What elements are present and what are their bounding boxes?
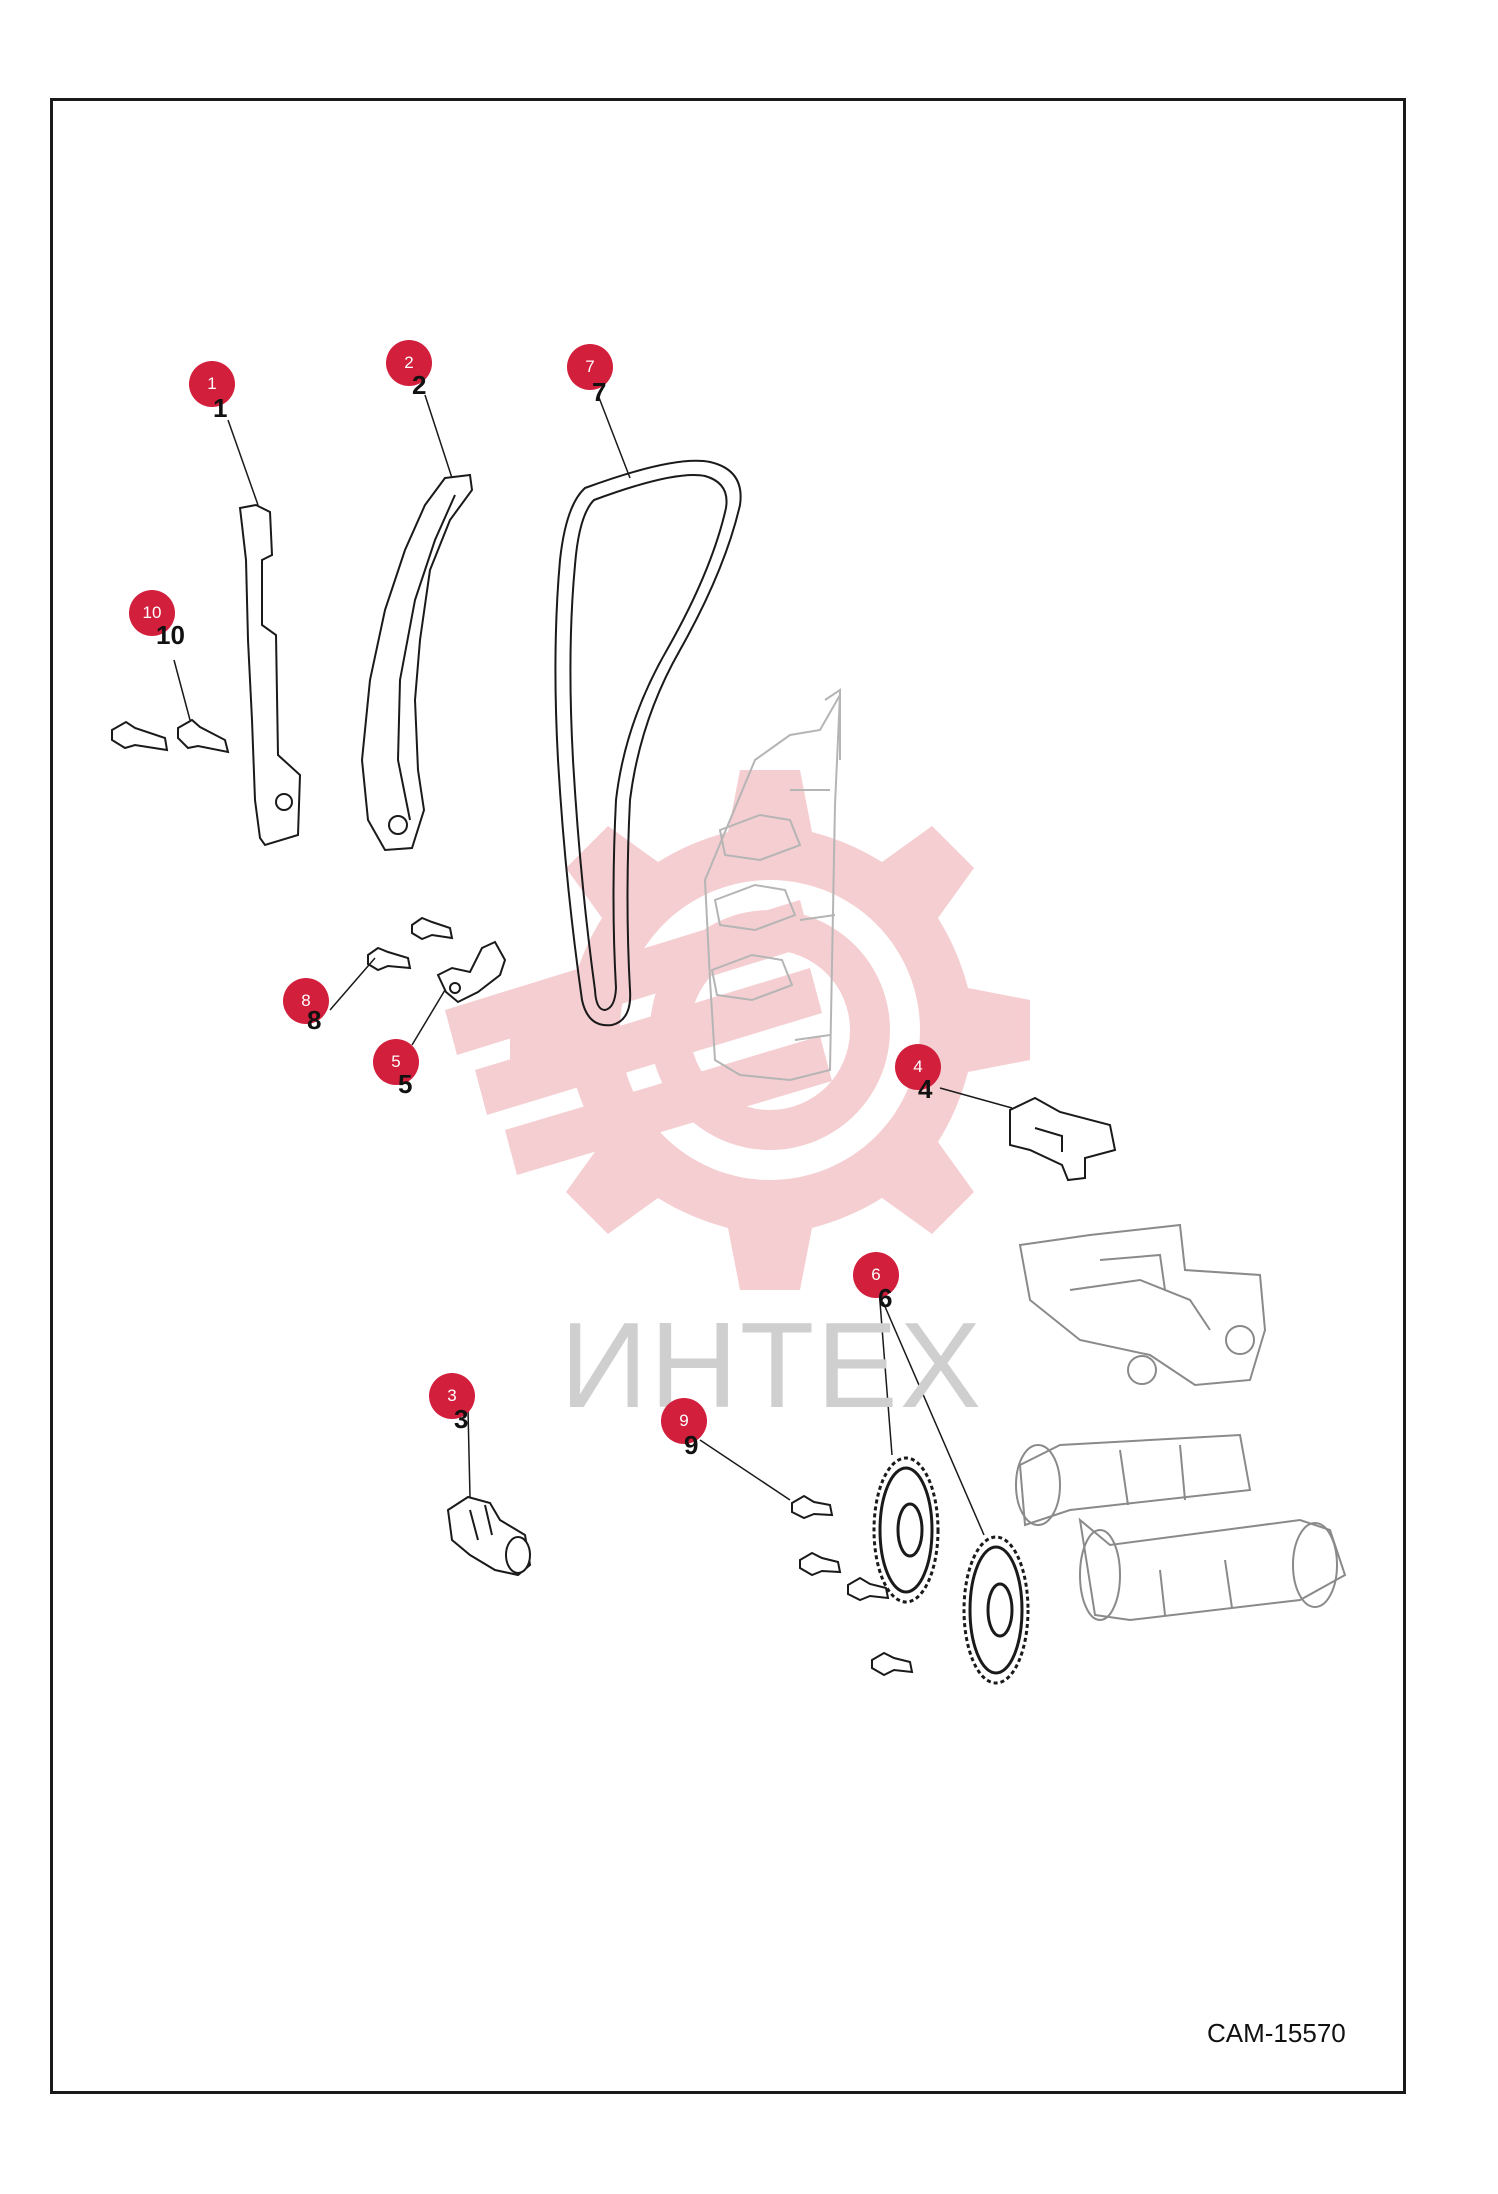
part-label-8: 8 xyxy=(307,1005,322,1035)
rocker-carrier xyxy=(1018,1223,1267,1387)
callout-5: 5 xyxy=(375,1041,417,1083)
part-1-chain-guide xyxy=(238,503,302,847)
watermark-gear-logo xyxy=(445,770,1030,1290)
camshafts xyxy=(1015,1433,1347,1622)
part-6-camshaft-sprockets xyxy=(872,1456,1030,1685)
callout-2: 2 xyxy=(388,342,430,384)
part-label-9: 9 xyxy=(684,1430,699,1460)
callout-1: 1 xyxy=(191,363,233,405)
leader-lines xyxy=(173,394,1013,1536)
cylinder-head-outline xyxy=(703,688,841,1082)
part-label-2: 2 xyxy=(412,370,427,400)
watermark-text: ИНТЕХ xyxy=(560,1297,984,1433)
part-4-guide-clip xyxy=(1009,1096,1117,1182)
part-3-chain-tensioner xyxy=(446,1495,532,1577)
part-2-tensioner-arm xyxy=(360,473,474,852)
watermark-stripe xyxy=(505,1036,832,1175)
callout-4: 4 xyxy=(897,1046,939,1088)
watermark-stripe xyxy=(475,968,822,1115)
part-label-1: 1 xyxy=(213,393,228,423)
drawing-frame xyxy=(50,98,1406,2094)
part-label-7: 7 xyxy=(592,377,607,407)
part-7-timing-chain xyxy=(554,459,742,1027)
part-10-guide-bolts xyxy=(111,718,230,754)
part-5-bracket xyxy=(436,940,507,1004)
callout-3: 3 xyxy=(431,1375,473,1417)
part-8-bolts xyxy=(367,916,454,972)
callout-10: 10 xyxy=(131,592,173,634)
part-9-sprocket-bolts xyxy=(791,1494,914,1677)
callout-9: 9 xyxy=(663,1400,705,1442)
part-label-10: 10 xyxy=(156,620,185,650)
callout-8: 8 xyxy=(285,980,327,1022)
part-label-6: 6 xyxy=(878,1283,893,1313)
part-label-5: 5 xyxy=(398,1069,413,1099)
drawing-code: CAM-15570 xyxy=(1207,2018,1346,2048)
part-label-4: 4 xyxy=(918,1074,933,1104)
callout-6: 6 xyxy=(855,1254,897,1296)
callout-7: 7 xyxy=(569,346,611,388)
part-label-3: 3 xyxy=(454,1404,469,1434)
